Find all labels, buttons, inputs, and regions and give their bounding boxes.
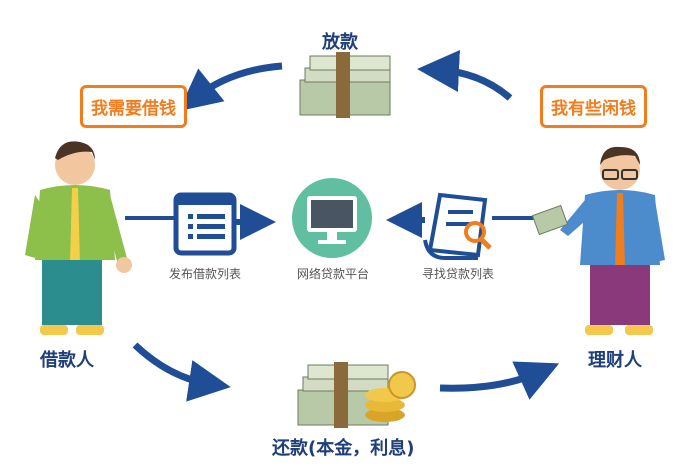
search-loan-list-icon <box>423 192 492 260</box>
arrow-bottom-right <box>439 361 560 400</box>
borrow-list-icon <box>173 192 237 256</box>
borrower-figure <box>25 141 132 335</box>
money-stack-icon <box>299 52 391 118</box>
arrow-bottom-left <box>132 342 231 402</box>
disburse-label: 放款 <box>322 32 358 53</box>
lender-speech-bubble: 我有些闲钱 <box>540 85 647 128</box>
borrower-name: 借款人 <box>40 350 94 371</box>
lender-figure <box>531 146 665 335</box>
step-find-list-label: 寻找贷款列表 <box>421 267 495 281</box>
money-coins-icon <box>297 362 416 428</box>
repayment-label: 还款(本金，利息) <box>272 438 415 459</box>
step-publish-list-label: 发布借款列表 <box>168 267 242 281</box>
lender-name: 理财人 <box>588 350 642 371</box>
arrow-top-left <box>178 62 283 112</box>
arrow-top-right <box>417 50 513 101</box>
platform-monitor-icon <box>292 178 372 258</box>
step-platform-label: 网络贷款平台 <box>296 267 370 281</box>
borrower-speech-bubble: 我需要借钱 <box>80 85 187 128</box>
